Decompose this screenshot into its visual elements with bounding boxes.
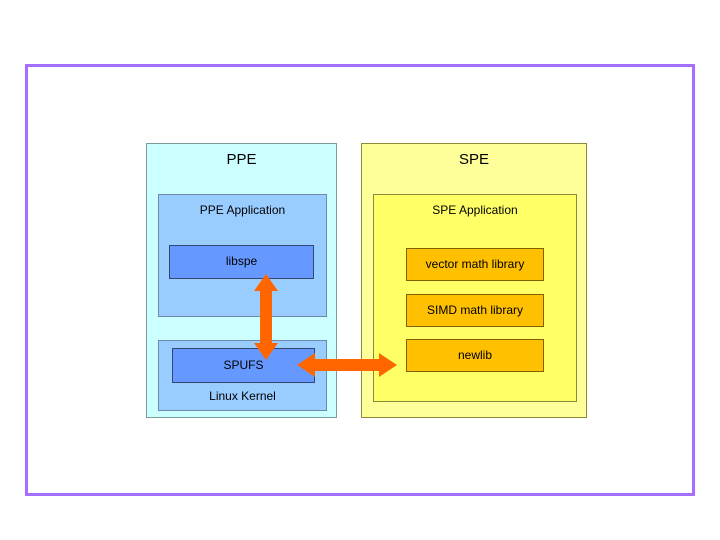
libspe-spufs-arrow-icon	[254, 274, 278, 360]
libspe-box: libspe	[169, 245, 314, 279]
newlib-box: newlib	[406, 339, 544, 372]
spufs-box: SPUFS	[172, 348, 315, 383]
spe-application-label: SPE Application	[432, 203, 518, 217]
simd-math-library-box: SIMD math library	[406, 294, 544, 327]
spufs-newlib-arrow-icon	[297, 353, 397, 377]
ppe-title: PPE	[226, 151, 257, 168]
vector-math-library-box: vector math library	[406, 248, 544, 281]
linux-kernel-label: Linux Kernel	[209, 388, 276, 403]
spe-title: SPE	[458, 151, 489, 168]
ppe-application-label: PPE Application	[199, 203, 286, 217]
diagram-frame	[25, 64, 695, 496]
